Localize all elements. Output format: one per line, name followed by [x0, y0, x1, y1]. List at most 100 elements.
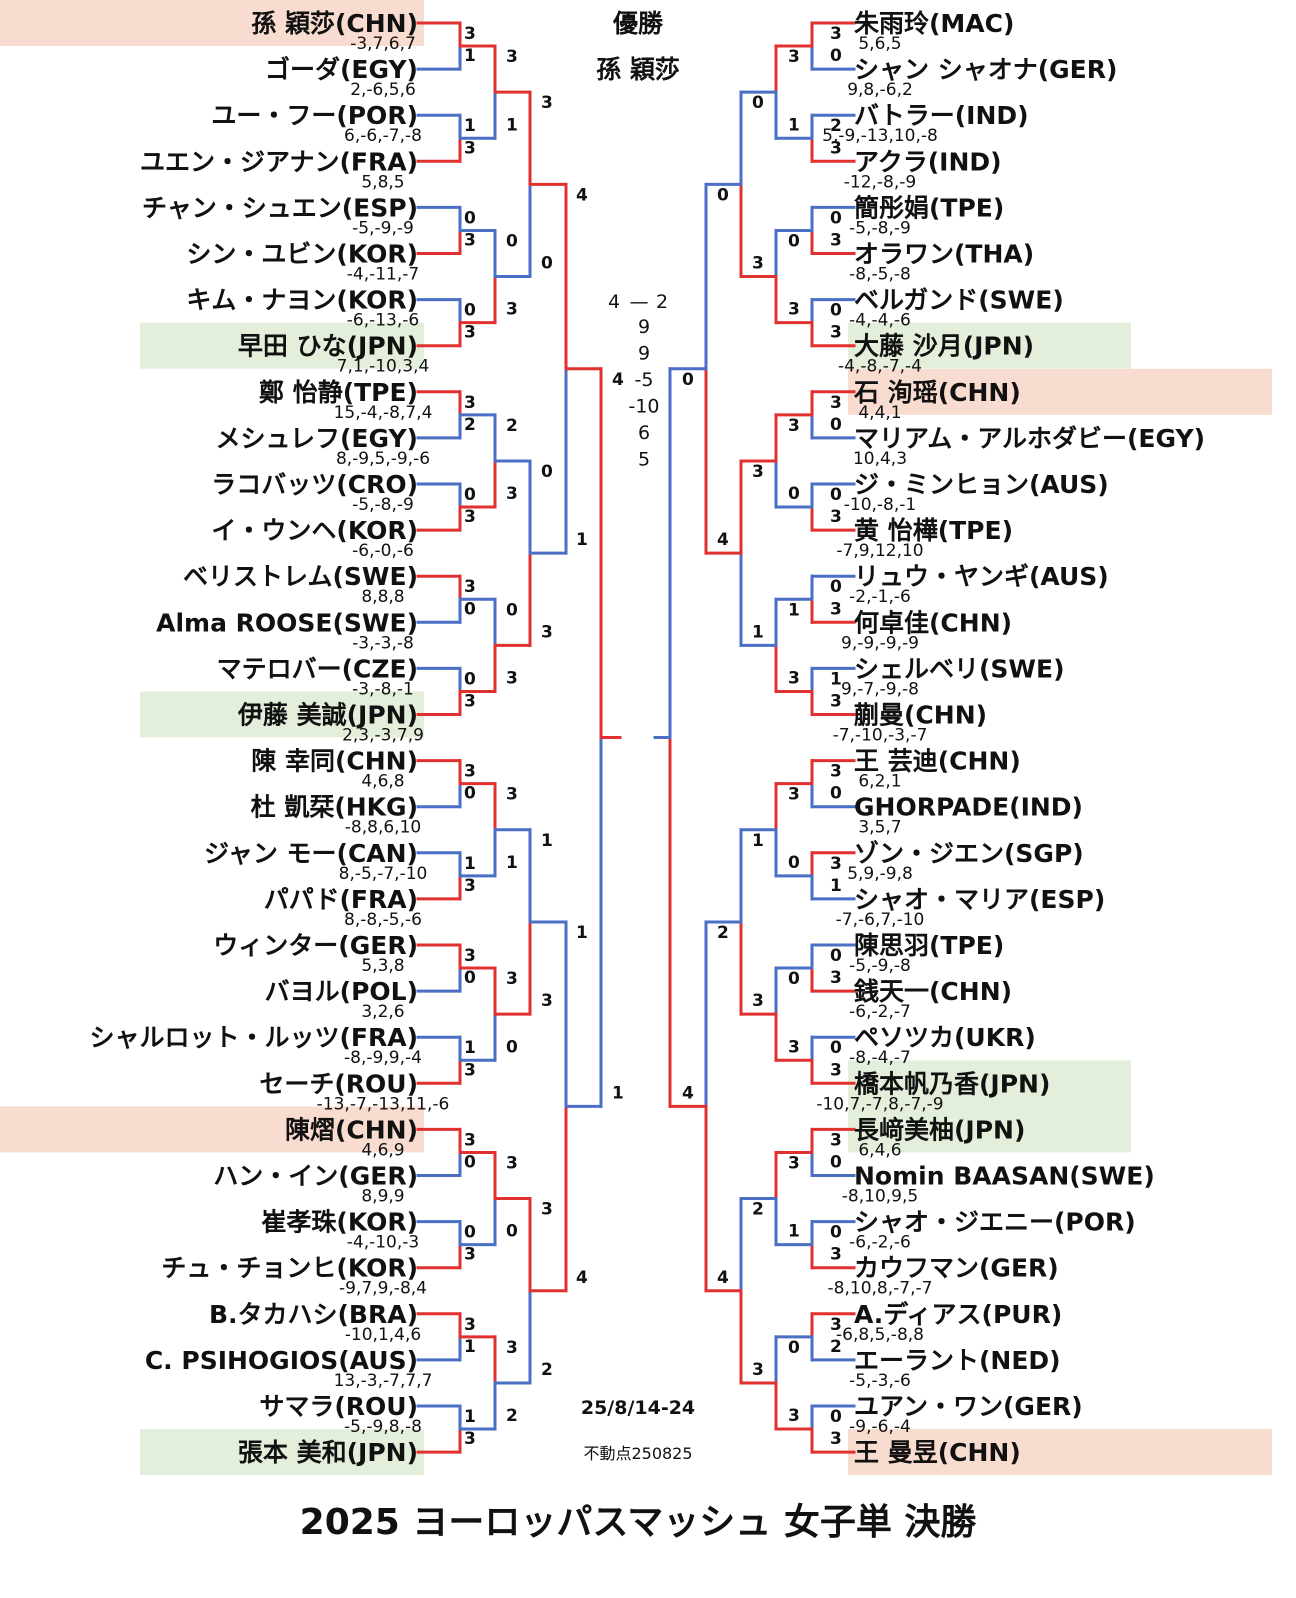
player-name: 朱雨玲(MAC): [854, 9, 1014, 38]
jpn-highlight: [848, 1106, 1131, 1153]
set-score: 4: [717, 530, 729, 550]
game-score: 13,-3,-7,7,7: [334, 1371, 433, 1391]
final-game-score: 9: [638, 316, 650, 338]
player-name: 石 洵瑶(CHN): [853, 378, 1021, 407]
set-score: 0: [788, 1338, 800, 1358]
game-score: -8,10,9,5: [842, 1187, 918, 1207]
game-score: 5,6,5: [858, 34, 901, 54]
game-score: -13,-7,-13,11,-6: [317, 1094, 450, 1114]
game-score: -5,-3,-6: [849, 1371, 911, 1391]
player-name: 長﨑美柚(JPN): [854, 1115, 1025, 1144]
game-score: 5,9,-9,8: [847, 864, 913, 884]
jpn-highlight: [848, 1060, 1131, 1107]
set-score: 1: [464, 46, 476, 66]
set-score: 0: [506, 600, 518, 620]
set-score: 3: [541, 622, 553, 642]
game-score: -9,-6,-4: [849, 1417, 911, 1437]
set-score: 2: [752, 1200, 764, 1220]
player-name: 大藤 沙月(JPN): [854, 332, 1034, 361]
player-name: ベリストレム(SWE): [183, 562, 418, 591]
set-score: 0: [788, 969, 800, 989]
set-score: 0: [541, 462, 553, 482]
player-name: ウィンター(GER): [213, 931, 418, 960]
set-score: 3: [752, 462, 764, 482]
jpn-highlight: [140, 1429, 424, 1476]
set-score: 3: [830, 393, 842, 413]
player-name: エーラント(NED): [854, 1346, 1061, 1375]
set-score: 3: [830, 854, 842, 874]
player-name: ユー・フー(POR): [211, 101, 418, 130]
final-set-score-dash: —: [630, 291, 649, 313]
player-name: 王 芸迪(CHN): [854, 747, 1021, 776]
game-score: -4,-11,-7: [347, 265, 419, 285]
game-score: 4,6,9: [361, 1140, 404, 1160]
set-score: 3: [464, 1060, 476, 1080]
set-score: 3: [830, 231, 842, 251]
player-name: セーチ(ROU): [259, 1069, 418, 1098]
set-score: 3: [464, 1429, 476, 1449]
game-score: 15,-4,-8,7,4: [334, 403, 433, 423]
set-score: 1: [788, 600, 800, 620]
game-score: -5,-9,-9: [352, 218, 414, 238]
set-score: 4: [682, 1083, 694, 1103]
player-name: ゴーダ(EGY): [265, 55, 418, 84]
set-score: 3: [506, 47, 518, 67]
set-score: 3: [464, 138, 476, 158]
player-name: イ・ウンヘ(KOR): [211, 516, 418, 545]
player-name: パパド(FRA): [264, 885, 418, 914]
set-score: 2: [830, 1337, 842, 1357]
set-score: 2: [717, 923, 729, 943]
set-score: 0: [506, 1037, 518, 1057]
game-score: 5,3,8: [361, 956, 404, 976]
game-score: -8,8,6,10: [345, 818, 421, 838]
player-name: チャン・シュエン(ESP): [142, 193, 418, 222]
player-name: 黄 怡樺(TPE): [854, 516, 1013, 545]
player-name: マテロバー(CZE): [217, 654, 418, 683]
set-score: 3: [464, 946, 476, 966]
player-name: メシュレフ(EGY): [215, 424, 418, 453]
set-score: 4: [612, 370, 624, 390]
player-name: A.ディアス(PUR): [854, 1300, 1062, 1329]
set-score: 3: [830, 1245, 842, 1265]
set-score: 3: [830, 1060, 842, 1080]
set-score: 3: [788, 668, 800, 688]
champion-name: 孫 穎莎: [596, 55, 680, 84]
game-score: 8,-9,5,-9,-6: [336, 449, 430, 469]
player-name: 伊藤 美誠(JPN): [237, 701, 418, 730]
final-game-score: 6: [638, 422, 650, 444]
set-score: 0: [464, 301, 476, 321]
set-score: 0: [830, 784, 842, 804]
highlight-layer: [0, 0, 1272, 1476]
game-score: -12,-8,-9: [844, 172, 916, 192]
set-score: 2: [464, 415, 476, 435]
set-score: 1: [464, 116, 476, 136]
set-score: 0: [752, 93, 764, 113]
player-name: ラコバッツ(CRO): [211, 470, 418, 499]
set-score: 4: [576, 1268, 588, 1288]
player-name: アクラ(IND): [854, 147, 1002, 176]
set-score: 0: [830, 46, 842, 66]
set-score: 3: [506, 1153, 518, 1173]
player-name: ハン・イン(GER): [213, 1162, 418, 1191]
champion-label: 優勝: [612, 9, 664, 38]
set-score: 1: [752, 622, 764, 642]
set-score: 0: [464, 784, 476, 804]
set-score: 3: [506, 484, 518, 504]
set-score: 3: [830, 24, 842, 44]
game-score: -10,1,4,6: [345, 1325, 421, 1345]
set-score: 3: [830, 1429, 842, 1449]
player-name: シャオ・マリア(ESP): [854, 885, 1105, 914]
game-score: 7,1,-10,3,4: [337, 357, 430, 377]
game-score: 9,8,-6,2: [847, 80, 913, 100]
game-score: 2,3,-3,7,9: [342, 726, 424, 746]
game-score: 5,-9,-13,10,-8: [822, 126, 938, 146]
player-name: 何卓佳(CHN): [854, 608, 1012, 637]
set-score: 3: [788, 416, 800, 436]
set-score: 0: [464, 599, 476, 619]
set-score: 0: [788, 853, 800, 873]
set-score: 0: [717, 185, 729, 205]
player-name: 簡彤娟(TPE): [854, 193, 1004, 222]
player-name: ユアン・ワン(GER): [854, 1392, 1083, 1421]
final-game-score: 5: [638, 449, 650, 471]
game-score: -7,-10,-3,-7: [833, 726, 928, 746]
